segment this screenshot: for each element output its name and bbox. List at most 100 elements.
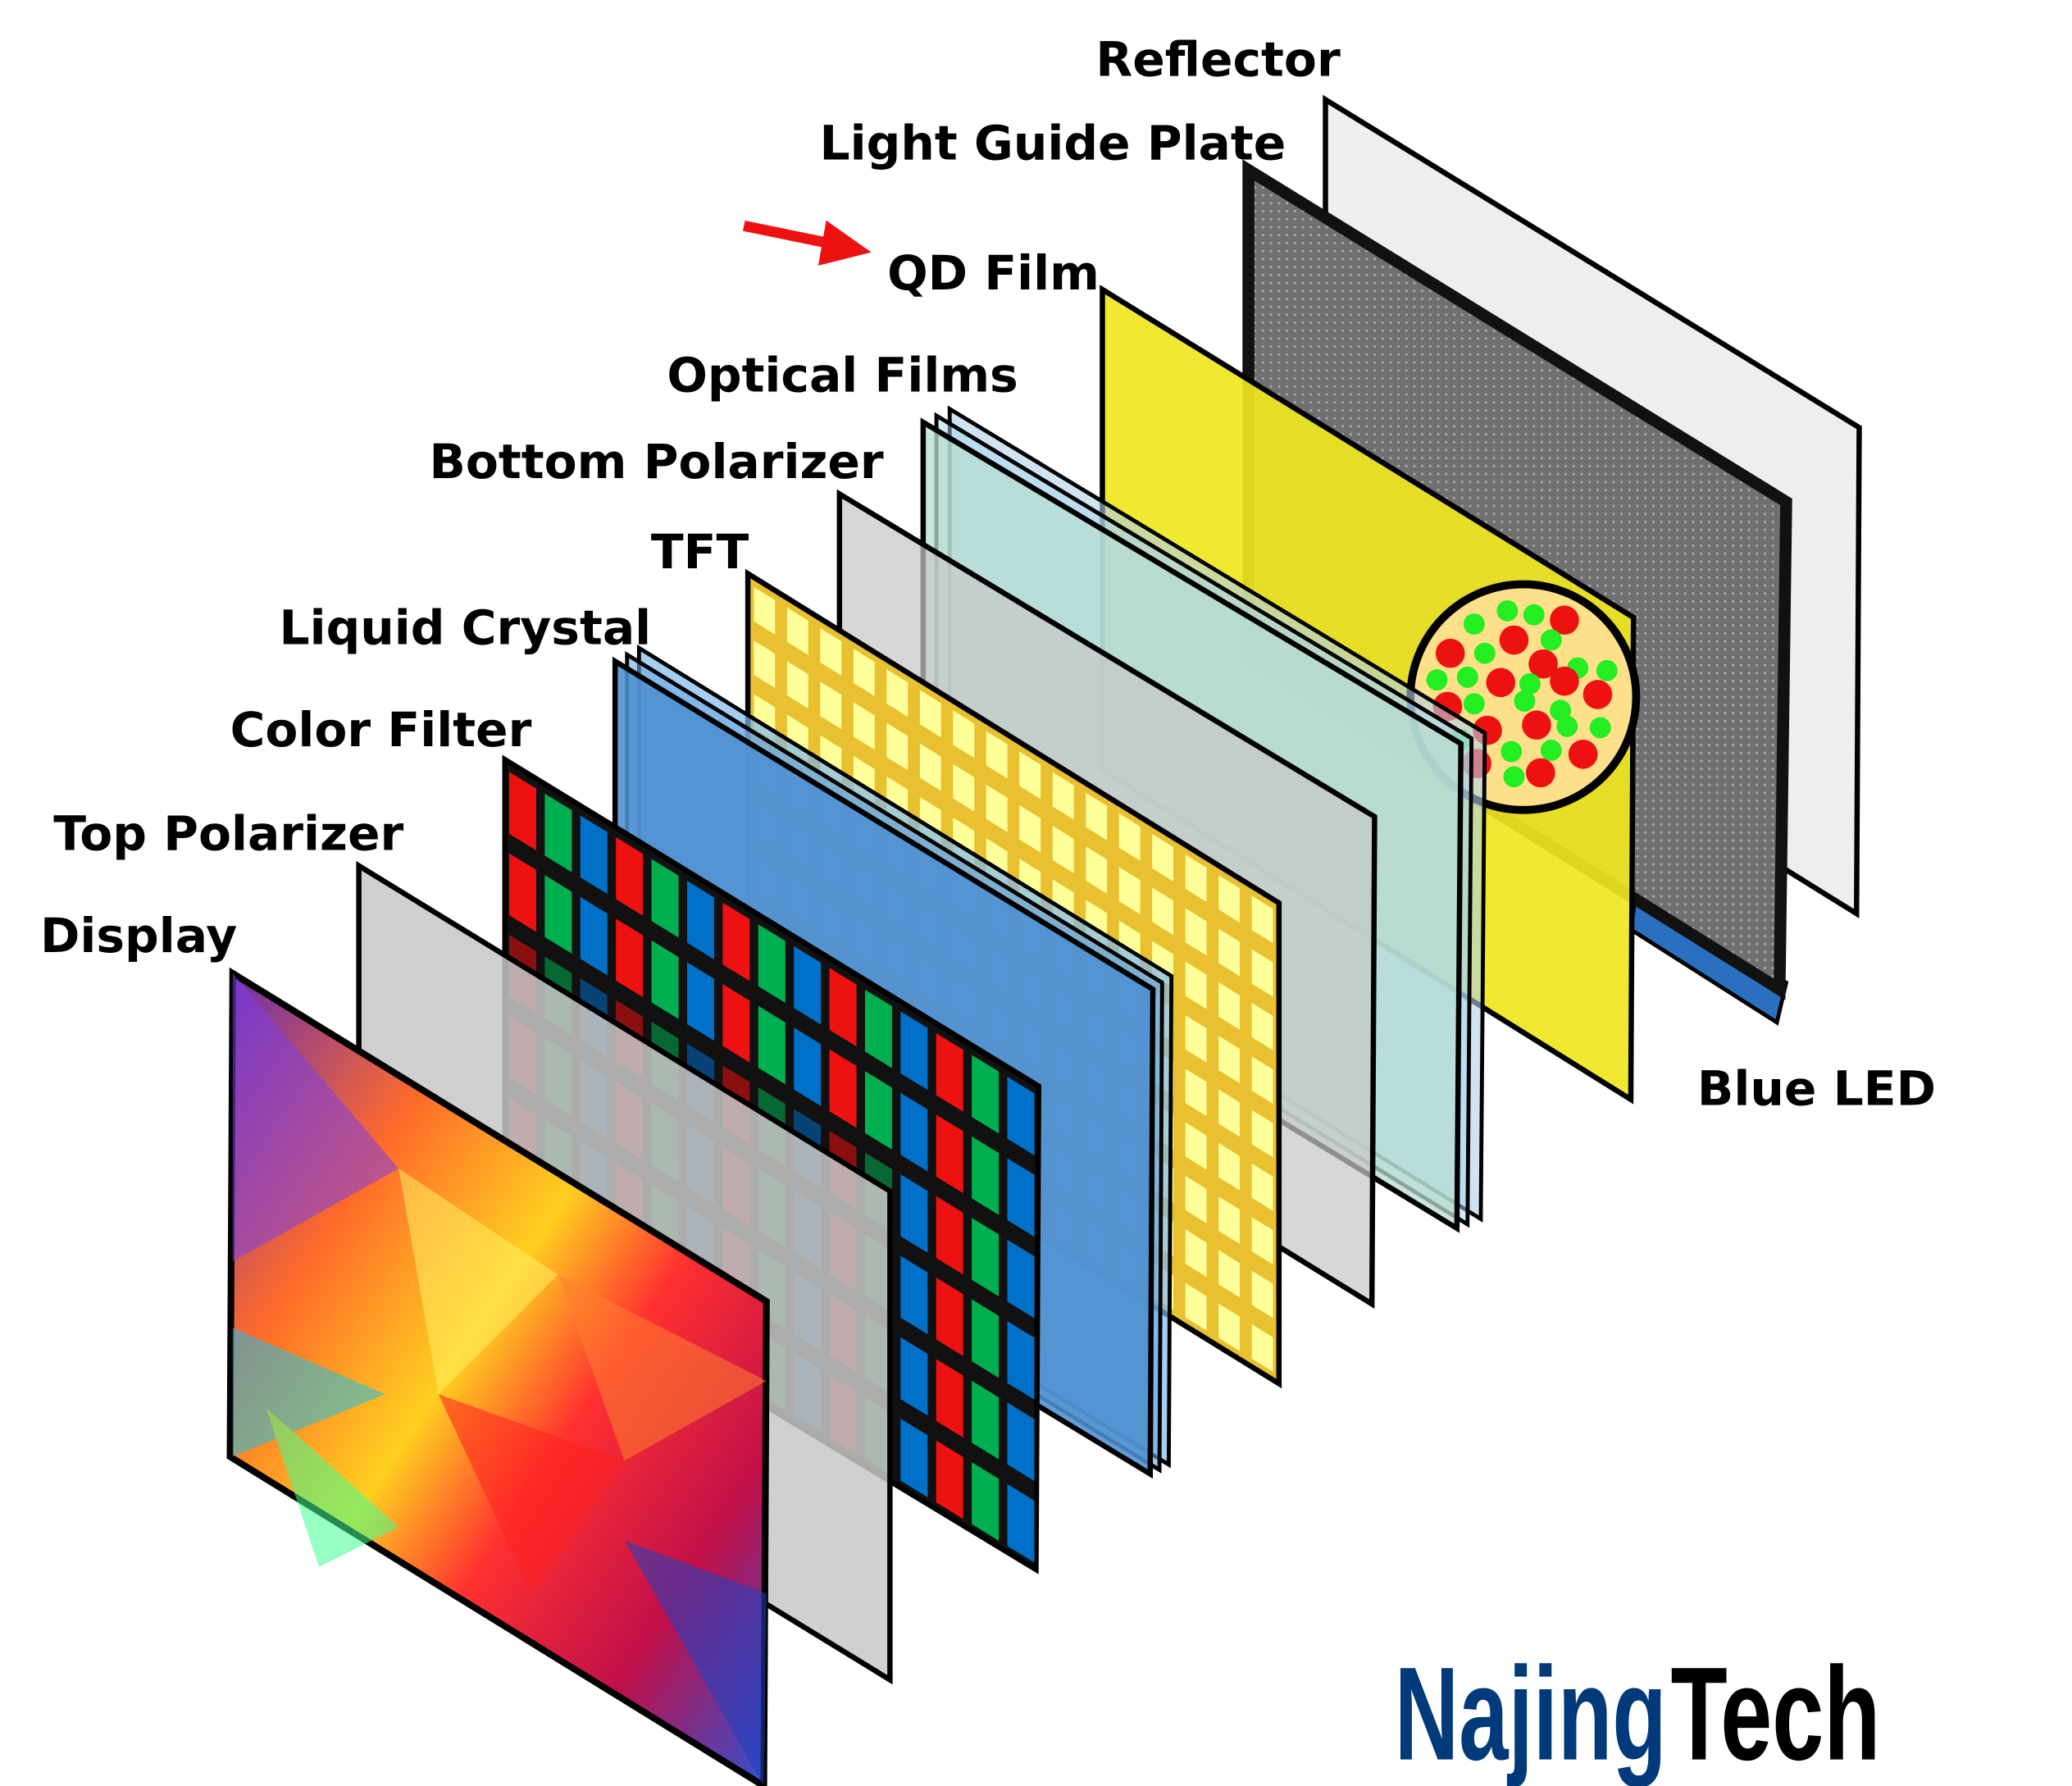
color-filter-subpixel [936,1196,963,1275]
tft-cell [1218,1303,1241,1351]
tft-cell [1086,846,1108,894]
tft-cell [853,649,875,696]
red-quantum-dot [1486,667,1516,698]
color-filter-subpixel [900,1011,928,1091]
label-reflector: Reflector [1095,31,1341,87]
green-quantum-dot [1540,629,1562,651]
label-bottom-polarizer: Bottom Polarizer [429,434,883,490]
tft-cell [853,702,875,750]
color-filter-subpixel [1007,1402,1035,1482]
green-quantum-dot [1503,766,1525,788]
green-quantum-dot [1523,604,1545,626]
color-filter-subpixel [722,902,750,982]
green-quantum-dot [1514,690,1536,712]
red-quantum-dot [1435,638,1465,668]
label-optical-films: Optical Films [667,348,1018,403]
red-arrow-icon [742,220,872,266]
red-quantum-dot [1582,680,1613,709]
tft-cell [1218,1142,1241,1191]
green-quantum-dot [1550,699,1572,722]
color-filter-subpixel [1007,1321,1035,1400]
tft-cell [1251,1217,1273,1265]
najingtech-logo: Najing Tech [1395,1640,1881,1786]
red-quantum-dot [1550,666,1579,696]
green-quantum-dot [1463,693,1485,715]
tft-cell [919,743,941,791]
green-quantum-dot [1463,613,1485,636]
tft-cell [1185,1122,1207,1170]
color-filter-subpixel [900,1337,928,1416]
color-filter-subpixel [972,1299,1000,1378]
color-filter-subpixel [1007,1239,1035,1319]
tft-cell [1251,1109,1273,1158]
red-quantum-dot [1568,739,1598,769]
color-filter-subpixel [936,1278,963,1356]
label-light-guide-plate: Light Guide Plate [820,115,1286,171]
color-filter-subpixel [936,1114,963,1194]
label-liquid-crystal: Liquid Crystal [279,599,651,655]
color-filter-subpixel [508,772,536,851]
color-filter-subpixel [758,1005,786,1085]
color-filter-subpixel [900,1174,928,1253]
color-filter-subpixel [829,1049,857,1128]
display-facets [232,973,767,1786]
tft-cell [1218,1250,1241,1298]
color-filter-subpixel [1007,1077,1035,1155]
tft-cell [1218,928,1241,977]
tft-cell [820,681,842,730]
red-quantum-dot [1550,605,1579,636]
label-display: Display [40,908,237,964]
logo-part-tech: Tech [1671,1640,1881,1786]
tft-cell [1251,1163,1273,1211]
red-quantum-dot [1528,649,1558,679]
color-filter-subpixel [616,918,644,998]
tft-cell [786,607,808,655]
color-filter-subpixel [900,1255,928,1335]
color-filter-subpixel [936,1033,963,1112]
color-filter-subpixel [794,1027,822,1106]
tft-cell [1185,854,1207,902]
color-filter-subpixel [900,1092,928,1172]
color-filter-subpixel [864,1071,892,1150]
green-quantum-dot [1426,669,1448,691]
color-filter-subpixel [722,984,750,1063]
tft-cell [1218,1089,1241,1137]
tft-cell [986,731,1008,779]
label-color-filter: Color Filter [230,702,532,758]
green-quantum-dot [1473,642,1496,664]
tft-cell [1185,908,1207,956]
tft-cell [953,763,975,812]
tft-cell [1185,1015,1207,1063]
color-filter-subpixel [972,1218,1000,1296]
tft-cell [1052,826,1074,873]
tft-cell [986,784,1008,832]
color-filter-subpixel [1007,1158,1035,1237]
color-filter-subpixel [972,1136,1000,1215]
color-filter-subpixel [829,968,857,1047]
tft-cell [1218,1036,1241,1084]
red-quantum-dot [1522,710,1551,740]
tft-cell [886,722,908,771]
red-quantum-dot [1526,758,1555,788]
tft-cell [1152,834,1174,882]
color-filter-subpixel [616,837,644,916]
tft-cell [1218,982,1241,1030]
color-filter-subpixel [972,1055,1000,1134]
tft-cell [754,586,776,635]
tft-cell [1185,1068,1207,1117]
color-filter-subpixel [972,1380,1000,1460]
color-filter-subpixel [794,945,822,1025]
color-filter-subpixel [1007,1483,1035,1563]
label-tft: TFT [651,524,749,580]
tft-cell [1251,1002,1273,1050]
tft-cell [1152,887,1174,936]
color-filter-subpixel [864,989,892,1068]
tft-cell [1251,949,1273,997]
tft-cell [1218,875,1241,923]
tft-cell [1251,1056,1273,1105]
tft-cell [953,710,975,759]
tft-cell [1118,867,1141,915]
color-filter-subpixel [651,859,679,938]
color-filter-subpixel [580,896,608,976]
tft-cell [1086,792,1108,841]
